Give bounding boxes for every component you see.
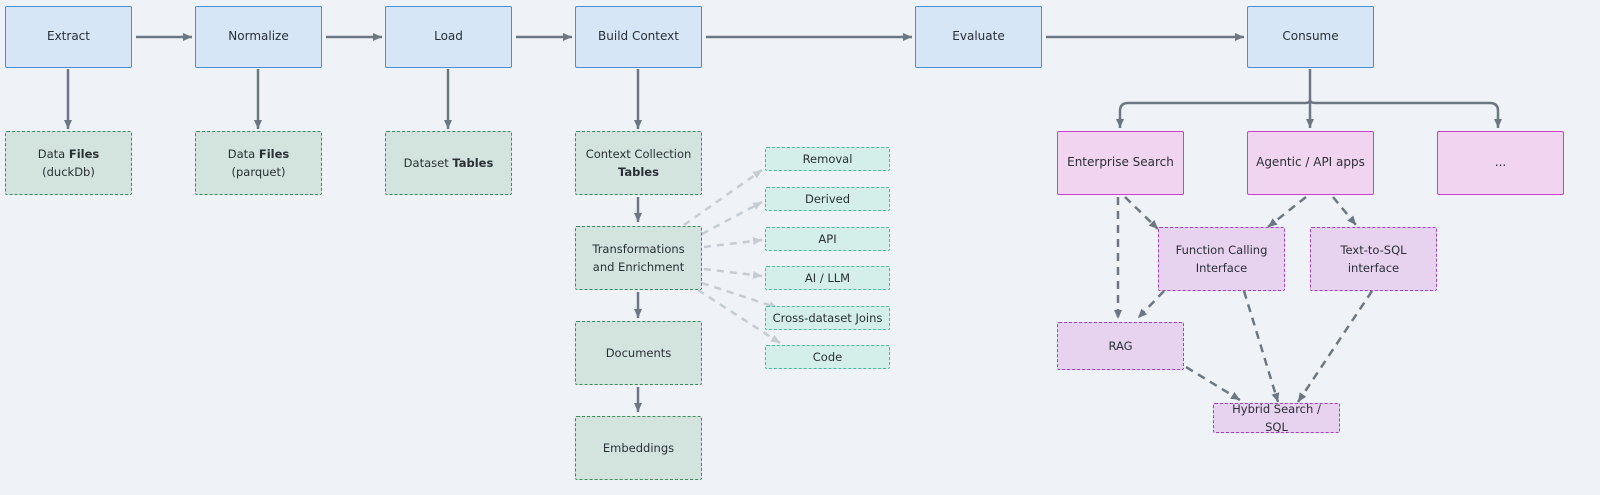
context-documents-label: Documents: [605, 345, 672, 360]
stage-consume-label: Consume: [1282, 29, 1339, 44]
enrichment-api-label: API: [818, 231, 837, 246]
interface-rag[interactable]: RAG: [1057, 322, 1184, 370]
context-collection-bold: Tables: [618, 165, 659, 179]
output-data-files-duckdb[interactable]: Data Files (duckDb): [5, 131, 132, 195]
interface-text-to-sql[interactable]: Text-to-SQL interface: [1310, 227, 1437, 291]
consumer-enterprise-search-label: Enterprise Search: [1067, 155, 1174, 170]
enrichment-code[interactable]: Code: [765, 345, 890, 369]
stage-build-context-label: Build Context: [598, 29, 679, 44]
enrichment-removal[interactable]: Removal: [765, 147, 890, 171]
arrow-transform-joins: [701, 281, 779, 310]
context-transformations-label: Transformations and Enrichment: [592, 241, 685, 274]
arrow-transform-code: [697, 288, 781, 345]
stage-extract[interactable]: Extract: [5, 6, 132, 68]
interface-hybrid-search-sql[interactable]: Hybrid Search / SQL: [1213, 402, 1340, 434]
context-documents[interactable]: Documents: [575, 321, 702, 385]
interface-function-calling[interactable]: Function Calling Interface: [1158, 227, 1285, 291]
context-collection-tables[interactable]: Context Collection Tables: [575, 131, 702, 195]
output-parquet-label: Data Files (parquet): [227, 146, 290, 179]
consumer-more[interactable]: ...: [1437, 131, 1564, 195]
stage-load-label: Load: [434, 29, 463, 44]
enrichment-removal-label: Removal: [802, 151, 853, 166]
output-duckdb-label: Data Files (duckDb): [37, 146, 100, 179]
arrow-search-function: [1124, 196, 1159, 230]
interface-hybrid-label: Hybrid Search / SQL: [1232, 401, 1321, 434]
consumer-more-label: ...: [1494, 155, 1507, 170]
arrow-rag-hybrid: [1185, 365, 1241, 402]
arrow-agentic-function: [1267, 196, 1307, 228]
interface-rag-label: RAG: [1108, 338, 1133, 353]
context-embeddings[interactable]: Embeddings: [575, 416, 702, 480]
enrichment-ai-llm-label: AI / LLM: [804, 270, 851, 285]
enrichment-api[interactable]: API: [765, 227, 890, 251]
stage-consume[interactable]: Consume: [1247, 6, 1374, 68]
enrichment-ai-llm[interactable]: AI / LLM: [765, 266, 890, 290]
enrichment-joins-label: Cross-dataset Joins: [772, 310, 883, 325]
context-transformations[interactable]: Transformations and Enrichment: [575, 226, 702, 290]
consumer-agentic-apps[interactable]: Agentic / API apps: [1247, 131, 1374, 195]
arrow-consume-branch-left: [1116, 69, 1312, 128]
arrow-transform-api: [703, 237, 763, 249]
context-collection-label: Context Collection: [585, 146, 692, 161]
output-data-files-parquet[interactable]: Data Files (parquet): [195, 131, 322, 195]
arrow-agentic-text-sql: [1332, 196, 1357, 226]
context-embeddings-label: Embeddings: [602, 440, 675, 455]
stage-normalize-label: Normalize: [228, 29, 289, 44]
interface-text-to-sql-label: Text-to-SQL interface: [1340, 242, 1407, 275]
interface-function-calling-label: Function Calling Interface: [1175, 242, 1268, 275]
arrow-transform-ai-llm: [703, 267, 763, 279]
output-dataset-tables-label: Dataset Tables: [403, 155, 494, 170]
stage-extract-label: Extract: [47, 29, 90, 44]
enrichment-code-label: Code: [812, 349, 843, 364]
stage-build-context[interactable]: Build Context: [575, 6, 702, 68]
arrow-consume-branch-right: [1308, 99, 1502, 128]
consumer-enterprise-search[interactable]: Enterprise Search: [1057, 131, 1184, 195]
stage-evaluate-label: Evaluate: [952, 29, 1005, 44]
enrichment-derived-label: Derived: [804, 191, 851, 206]
enrichment-cross-dataset-joins[interactable]: Cross-dataset Joins: [765, 306, 890, 330]
stage-normalize[interactable]: Normalize: [195, 6, 322, 68]
enrichment-derived[interactable]: Derived: [765, 187, 890, 211]
arrow-function-rag: [1137, 290, 1165, 319]
arrow-function-hybrid: [1242, 290, 1280, 403]
stage-load[interactable]: Load: [385, 6, 512, 68]
stage-evaluate[interactable]: Evaluate: [915, 6, 1042, 68]
arrow-text-sql-hybrid: [1296, 290, 1374, 403]
arrow-transform-removal: [683, 168, 763, 227]
arrow-transform-derived: [701, 200, 763, 236]
consumer-agentic-apps-label: Agentic / API apps: [1256, 155, 1365, 170]
output-dataset-tables[interactable]: Dataset Tables: [385, 131, 512, 195]
